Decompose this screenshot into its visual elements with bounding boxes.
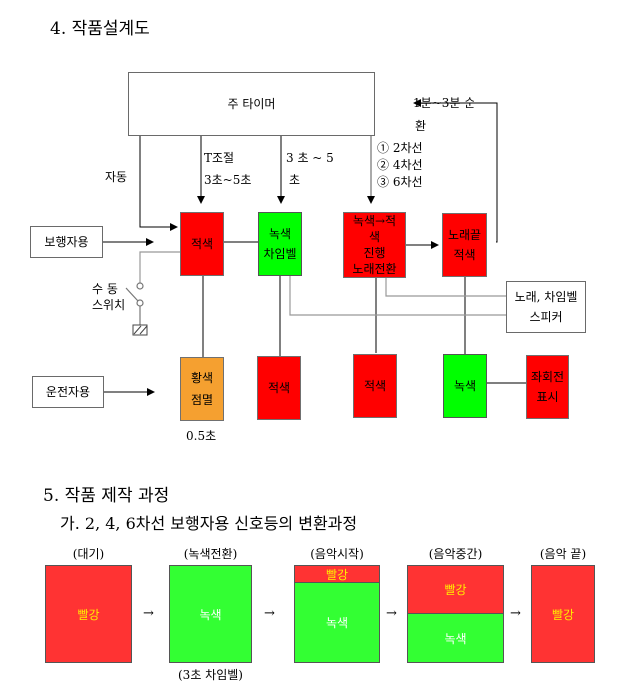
stage-arrow: → <box>510 606 521 621</box>
transition-label-3: 진행 <box>363 246 386 260</box>
pedestrian-label: 보행자용 <box>44 235 89 249</box>
green-section: 녹색 <box>170 566 251 662</box>
transition-label-4: 노래전환 <box>352 262 397 276</box>
lane-list: ① 2차선 ② 4차선 ③ 6차선 <box>377 140 423 191</box>
speaker-label-1: 노래, 차임벨 <box>514 290 578 304</box>
loop-label: 1분~3분 순 <box>413 96 476 110</box>
lane-item: ③ 6차선 <box>377 175 423 189</box>
t-adjust-label: T조절 <box>204 151 235 165</box>
transition-box: 녹색→적 색 진행 노래전환 <box>343 212 406 278</box>
section-5-title: 5. 작품 제작 과정 <box>43 486 170 506</box>
section-5-subtitle: 가. 2, 4, 6차선 보행자용 신호등의 변환과정 <box>60 514 358 533</box>
section-4-title: 4. 작품설계도 <box>50 19 150 39</box>
song-end-label-2: 적색 <box>453 248 476 262</box>
red-signal-box: 적색 <box>180 212 224 276</box>
yellow-label-2: 점멸 <box>190 393 214 407</box>
green-section-label: 녹색 <box>444 631 467 646</box>
green-section: 녹색 <box>295 583 379 662</box>
speaker-box: 노래, 차임벨 스피커 <box>506 281 586 333</box>
red-section: 빨강 <box>295 566 379 584</box>
left-turn-label-2: 표시 <box>536 390 559 404</box>
red-section: 빨강 <box>46 566 131 662</box>
sec-range-label-cont: 초 <box>289 173 301 187</box>
transition-label-1: 녹색→적 <box>352 214 397 228</box>
main-timer-label: 주 타이머 <box>227 97 276 111</box>
chime-note: (3초 차임벨) <box>178 668 243 682</box>
yellow-blink-box: 황색 점멸 <box>180 357 224 421</box>
red-bottom-label-2: 적색 <box>363 379 387 393</box>
red-section-label: 빨강 <box>77 607 100 622</box>
main-timer-box: 주 타이머 <box>128 72 375 136</box>
green-chime-box: 녹색 차임벨 <box>258 212 302 276</box>
manual-switch-label: 수 동 <box>92 282 118 296</box>
red-bottom-label-1: 적색 <box>267 381 291 395</box>
red-section: 빨강 <box>532 566 594 662</box>
loop-arrow <box>413 99 498 243</box>
t-adjust-range: 3초~5초 <box>204 173 252 187</box>
driver-box: 운전자용 <box>32 376 104 408</box>
green-chime-label: 녹색 <box>268 227 292 241</box>
lane-item: ② 4차선 <box>377 158 423 172</box>
pedestrian-box: 보행자용 <box>30 226 103 258</box>
song-end-label-1: 노래끝 <box>447 228 482 242</box>
stage-arrow: → <box>386 606 397 621</box>
red-signal-label: 적색 <box>190 237 214 251</box>
driver-label: 운전자용 <box>45 385 91 399</box>
stage-caption: (음악중간) <box>428 547 483 561</box>
red-section-label: 빨강 <box>325 567 349 582</box>
green-chime-label-2: 차임벨 <box>263 247 297 261</box>
green-section-label: 녹색 <box>199 607 222 622</box>
speaker-label-2: 스피커 <box>529 310 563 324</box>
red-section: 빨강 <box>408 566 503 614</box>
yellow-time-label: 0.5초 <box>186 429 217 443</box>
stage-caption: (음악시작) <box>310 547 364 561</box>
manual-switch-label-2: 스위치 <box>92 298 126 312</box>
auto-line <box>139 135 178 231</box>
green-bottom-box: 녹색 <box>443 354 487 418</box>
green-bottom-label: 녹색 <box>453 379 477 393</box>
stage-caption: (음악 끝) <box>539 547 587 561</box>
lane-item: ① 2차선 <box>377 141 423 155</box>
auto-label: 자동 <box>105 170 128 184</box>
red-bottom-box-1: 적색 <box>257 356 301 420</box>
red-bottom-box-2: 적색 <box>353 354 397 418</box>
song-end-box: 노래끝 적색 <box>442 213 487 277</box>
left-turn-box: 좌회전 표시 <box>526 355 569 419</box>
loop-label-cont: 환 <box>415 119 427 133</box>
transition-label-2: 색 <box>368 230 381 244</box>
green-section-label: 녹색 <box>325 616 349 631</box>
yellow-label-1: 황색 <box>190 371 214 385</box>
stage-caption: (대기) <box>72 547 105 561</box>
sec-range-label: 3 초 ~ 5 <box>286 151 334 165</box>
ground-symbol <box>132 324 148 336</box>
stage-panel: 녹색 <box>169 565 252 663</box>
left-turn-label-1: 좌회전 <box>530 370 565 384</box>
red-section-label: 빨강 <box>551 607 575 622</box>
stage-panel: 빨강 <box>531 565 595 663</box>
stage-panel: 빨강 <box>45 565 132 663</box>
stage-arrow: → <box>264 606 275 621</box>
red-section-label: 빨강 <box>444 583 467 597</box>
green-section: 녹색 <box>408 614 503 662</box>
stage-caption: (녹색전환) <box>183 547 238 561</box>
stage-arrow: → <box>143 606 154 621</box>
